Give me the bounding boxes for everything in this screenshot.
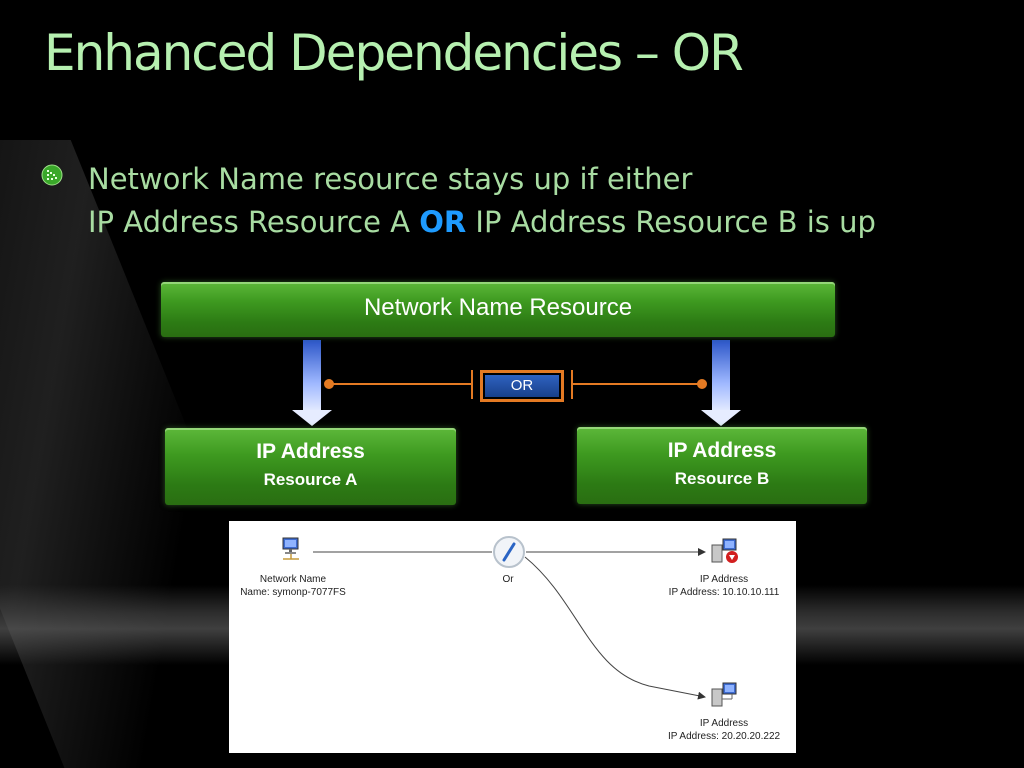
network-name-node-title: Network Name — [259, 574, 327, 585]
slide-title: Enhanced Dependencies – OR — [44, 24, 744, 82]
or-connector — [324, 370, 707, 399]
network-name-node-detail: Name: symonp-7077FS — [240, 587, 346, 598]
ip-node-1-title: IP Address — [699, 574, 749, 585]
server-icon — [711, 682, 737, 707]
ip-a-subtitle: Resource A — [263, 470, 358, 489]
bullet-line-2: IP Address Resource A OR IP Address Reso… — [88, 201, 876, 244]
ip-node-2-title: IP Address — [699, 718, 749, 729]
bullet-line-1: Network Name resource stays up if either — [88, 162, 693, 196]
ip-address-node-2[interactable]: IP Address IP Address: 20.20.20.222 — [659, 717, 789, 743]
network-name-node[interactable]: Network Name Name: symonp-7077FS — [234, 573, 352, 599]
or-gate-icon — [493, 536, 525, 568]
network-computer-icon — [282, 537, 299, 560]
or-box: OR — [480, 370, 564, 402]
bullet-or-highlight: OR — [419, 205, 467, 239]
bullet-icon — [41, 164, 63, 186]
ip-address-node-1[interactable]: IP Address IP Address: 10.10.10.111 — [659, 573, 789, 599]
ip-b-title: IP Address — [667, 439, 777, 462]
ip-address-resource-a-box: IP Address Resource A — [165, 428, 456, 505]
arrow-left — [292, 340, 332, 426]
network-name-resource-box: Network Name Resource — [161, 282, 835, 337]
or-node-title: Or — [502, 574, 514, 585]
server-error-icon — [711, 538, 738, 563]
arrow-right — [701, 340, 741, 426]
bullet-line-2-start: IP Address Resource A — [88, 205, 420, 239]
or-node[interactable]: Or — [484, 573, 532, 586]
bullet-line-2-end: IP Address Resource B is up — [466, 205, 876, 239]
dependency-viewer-screenshot: Network Name Name: symonp-7077FS Or IP A… — [229, 521, 796, 753]
network-name-resource-label: Network Name Resource — [363, 294, 633, 321]
ip-b-subtitle: Resource B — [674, 469, 770, 488]
ip-address-resource-b-box: IP Address Resource B — [577, 427, 867, 504]
dependency-lines — [313, 548, 706, 700]
ip-node-1-detail: IP Address: 10.10.10.111 — [668, 587, 780, 598]
ip-node-2-detail: IP Address: 20.20.20.222 — [667, 731, 781, 742]
bullet-text: Network Name resource stays up if either… — [88, 158, 876, 244]
ip-a-title: IP Address — [256, 440, 365, 463]
or-label: OR — [485, 375, 559, 397]
